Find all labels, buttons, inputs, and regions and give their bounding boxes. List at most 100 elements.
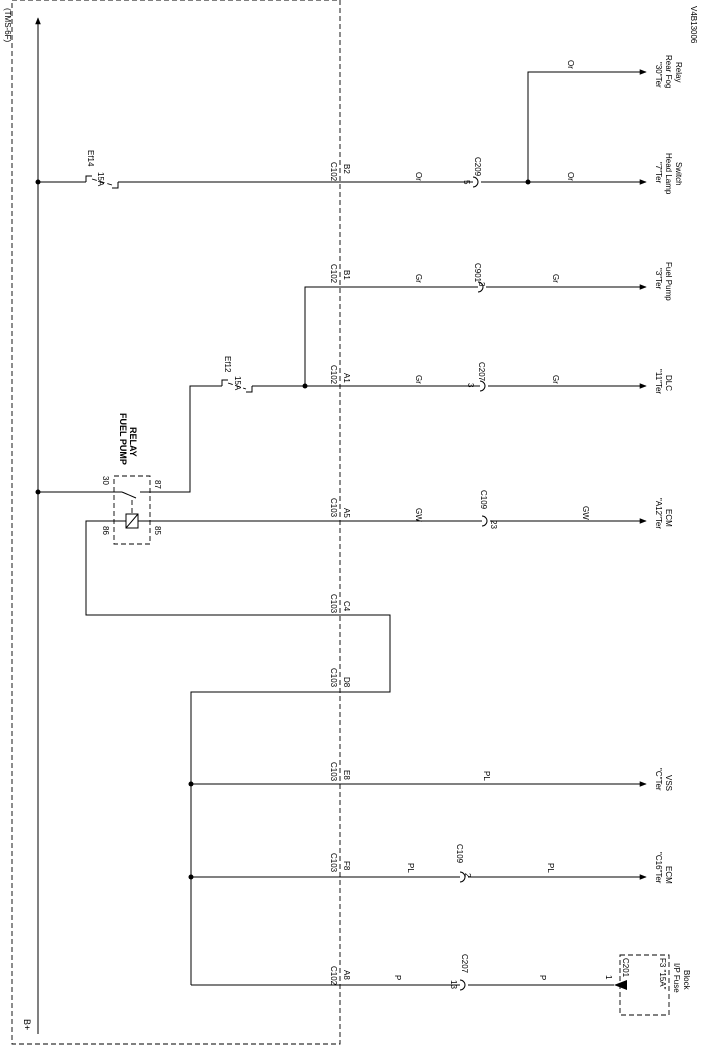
splice-pin-dlc: 3 xyxy=(466,383,475,388)
pin-dlc: A1 xyxy=(342,373,351,383)
ip-fuse-label: F3 "15A" xyxy=(658,958,667,990)
conn-dlc: C102 xyxy=(329,365,338,385)
conn-ecm-a12: C103 xyxy=(329,498,338,518)
dest-rear-fog-2: Rear Fog xyxy=(664,55,673,88)
pin-headlamp: B2 xyxy=(342,164,351,174)
dest-ecm-c16-2: ECM xyxy=(664,866,673,884)
conn-ipfuse: C102 xyxy=(329,966,338,986)
relay-pin-85: 85 xyxy=(153,526,162,535)
ip-fuse-connector: C201 xyxy=(621,958,630,978)
wire-ef12-feed xyxy=(150,385,222,493)
wire-color-ecm-c16-2: PL xyxy=(546,863,555,873)
wire-color-ipfuse-2: P xyxy=(538,975,547,980)
dest-ecm-a12-1: "A12"Ter xyxy=(654,498,663,529)
splice-c207-ipfuse xyxy=(459,979,466,991)
wire-color-vss: PL xyxy=(482,771,491,781)
dest-fuel-pump-1: "3"Ter xyxy=(654,268,663,290)
wire-color-headlamp-2: Or xyxy=(566,172,575,181)
relay-coil-slash xyxy=(125,513,139,529)
ip-fuse-block-box xyxy=(619,954,670,1016)
dest-headlamp-2: Head Lamp xyxy=(664,153,673,195)
fuse-ef14-name: Ef14 xyxy=(86,150,95,167)
wire-color-rear-fog: Or xyxy=(566,60,575,69)
source-label: (TMS-6F) xyxy=(3,8,12,43)
wire-color-fuel-pump-2: Gr xyxy=(551,274,560,283)
dest-vss-1: "C"Ter xyxy=(654,768,663,791)
dest-headlamp-1: "7"Ter xyxy=(654,162,663,184)
dest-headlamp-3: Switch xyxy=(674,162,683,186)
pin-ecm-a12: A5 xyxy=(342,508,351,518)
wire-fuel-pump-riser xyxy=(304,286,478,386)
fuse-ef14-rating: 15A xyxy=(96,172,105,187)
relay-pin-87: 87 xyxy=(153,480,162,489)
splice-conn-headlamp: C209 xyxy=(473,157,482,177)
splice-c901 xyxy=(477,281,484,293)
ip-fuse-pin: 1 xyxy=(604,975,613,980)
junction-dlc xyxy=(302,383,308,389)
dest-rear-fog-1: "30"Ter xyxy=(654,62,663,88)
wire-color-ecm-c16-1: PL xyxy=(406,863,415,873)
dest-fuel-pump-2: Fuel Pump xyxy=(664,262,673,301)
dest-dlc-2: DLC xyxy=(664,375,673,391)
splice-conn-ecm-a12: C109 xyxy=(479,490,488,510)
relay-title-2: RELAY xyxy=(128,427,138,457)
splice-c109-c16 xyxy=(459,871,466,883)
dest-dlc-1: "11"Ter xyxy=(654,369,663,394)
fuse-ef14-dash xyxy=(91,178,113,186)
ip-fuse-terminal-arrow xyxy=(614,980,627,990)
conn-d8: C103 xyxy=(329,668,338,688)
relay-pin-86: 86 xyxy=(101,526,110,535)
relay-pin-30: 30 xyxy=(101,476,110,485)
junction-vss xyxy=(188,781,194,787)
pin-d8: D8 xyxy=(342,677,351,688)
splice-pin-ipfuse: 13 xyxy=(449,980,458,989)
fuse-ef12-dash xyxy=(227,382,247,390)
battery-label: B+ xyxy=(22,1019,32,1030)
conn-vss: C103 xyxy=(329,762,338,782)
ip-fuse-block-1: I/P Fuse xyxy=(672,963,681,993)
fuse-ef12-symbol xyxy=(221,379,253,393)
pin-vss: E8 xyxy=(342,770,351,780)
wire-color-ecm-a12-1: GW xyxy=(414,508,423,522)
relay-switch-arm xyxy=(121,491,137,499)
fuse-ef12-name: Ef12 xyxy=(223,356,232,373)
splice-c209 xyxy=(472,176,479,188)
dest-ecm-c16-1: "C16"Ter xyxy=(654,852,663,884)
wire-relay-86-loop xyxy=(85,520,391,985)
wire-color-ecm-a12-2: GW xyxy=(581,506,590,520)
relay-title-1: FUEL PUMP xyxy=(118,413,128,465)
splice-pin-ecm-a12: 23 xyxy=(489,520,498,529)
wire-rear-fog xyxy=(527,69,647,182)
conn-headlamp: C102 xyxy=(329,162,338,182)
splice-c207-dlc xyxy=(479,380,486,392)
splice-conn-ipfuse: C207 xyxy=(460,954,469,974)
splice-conn-dlc: C207 xyxy=(477,362,486,382)
wire-color-fuel-pump-1: Gr xyxy=(414,274,423,283)
wire-color-dlc-1: Gr xyxy=(414,375,423,384)
diagram-id: V4B13006 xyxy=(689,6,698,44)
conn-ecm-c16: C103 xyxy=(329,853,338,873)
splice-conn-ecm-c16: C109 xyxy=(455,844,464,864)
splice-c109-a12 xyxy=(481,515,488,527)
pin-c4: C4 xyxy=(342,601,351,612)
splice-pin-headlamp: 5 xyxy=(462,180,471,185)
splice-conn-fuel-pump: C901 xyxy=(473,263,482,283)
wire-color-headlamp-1: Or xyxy=(414,172,423,181)
ip-fuse-block-2: Block xyxy=(682,970,691,991)
fuse-ef12-rating: 15A xyxy=(233,376,242,391)
conn-fuel-pump: C102 xyxy=(329,264,338,284)
engine-fuse-block-boundary xyxy=(11,0,341,1045)
fuse-ef14-symbol xyxy=(85,175,119,189)
dest-ecm-a12-2: ECM xyxy=(664,509,673,527)
dest-vss-2: VSS xyxy=(664,775,673,791)
splice-pin-fuel-pump: 3 xyxy=(477,282,486,287)
wire-color-ipfuse-1: P xyxy=(393,975,402,980)
pin-ipfuse: A8 xyxy=(342,970,351,980)
splice-pin-ecm-c16: 2 xyxy=(463,873,472,878)
pin-ecm-c16: F8 xyxy=(342,861,351,871)
wire-color-dlc-2: Gr xyxy=(551,375,560,384)
dest-rear-fog-3: Relay xyxy=(674,62,683,82)
fuel-pump-relay-box xyxy=(113,475,151,545)
pin-fuel-pump: B1 xyxy=(342,270,351,280)
